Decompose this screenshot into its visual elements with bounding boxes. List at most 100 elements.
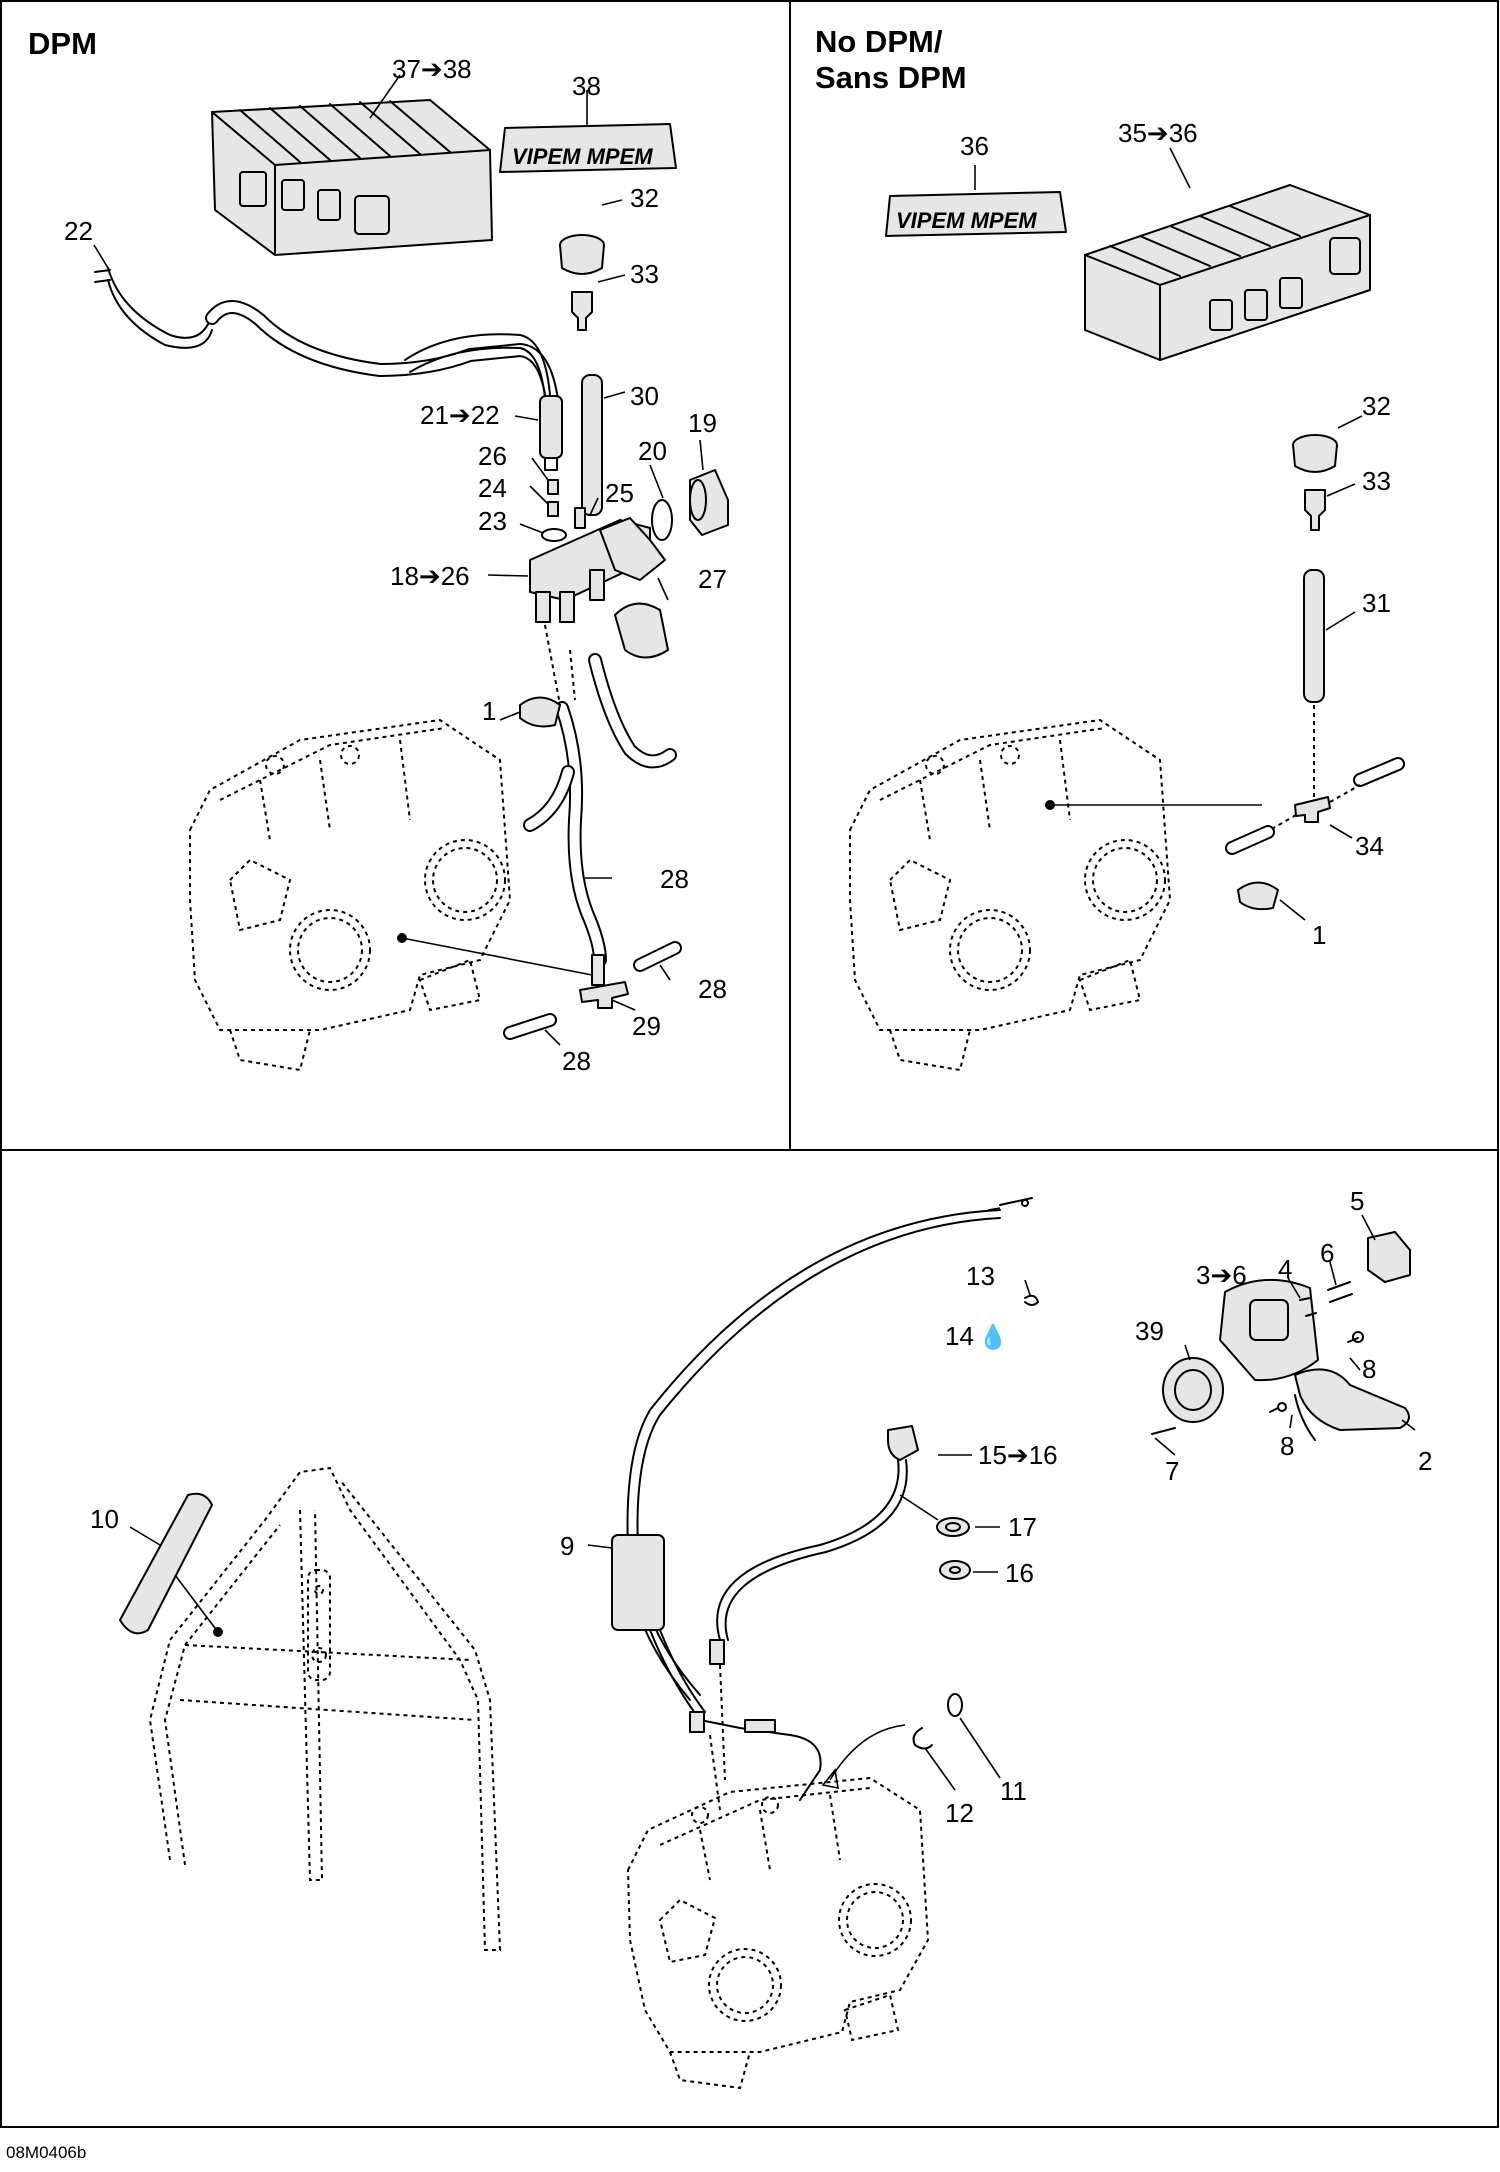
nut-17 xyxy=(936,1517,970,1537)
callout-12: 12 xyxy=(945,1798,974,1828)
grip-sleeve-10 xyxy=(119,1492,213,1635)
small-parts-23-26 xyxy=(541,479,567,542)
callout-8a: 8 xyxy=(1362,1354,1376,1384)
callout-20: 20 xyxy=(638,436,667,466)
callout-7: 7 xyxy=(1165,1456,1179,1486)
callout-22: 22 xyxy=(64,216,93,246)
fitting-33-left xyxy=(571,291,593,331)
callout-39: 39 xyxy=(1135,1316,1164,1346)
callout-24: 24 xyxy=(478,473,507,503)
callout-5: 5 xyxy=(1350,1186,1364,1216)
callout-32-right: 32 xyxy=(1362,391,1391,421)
oil-cable-15 xyxy=(709,1425,919,1665)
connector-19 xyxy=(689,469,729,536)
callout-38: 38 xyxy=(572,71,601,101)
dpm-valve-18 xyxy=(529,507,666,623)
drawing-code: 08M0406b xyxy=(6,2143,86,2162)
svg-text:VIPEM MPEM: VIPEM MPEM xyxy=(896,208,1037,233)
section-title-no-dpm-2: Sans DPM xyxy=(815,60,967,95)
callout-35-36: 35➔36 xyxy=(1118,118,1198,148)
callouts-top-left: 37➔38 38 22 32 33 30 19 21➔22 20 26 24 2… xyxy=(64,54,727,1076)
vipem-mpem-badge-left: VIPEM MPEM xyxy=(499,123,677,173)
fitting-33-right xyxy=(1304,489,1326,531)
section-title-no-dpm-1: No DPM/ xyxy=(815,24,943,59)
clamp-27 xyxy=(614,602,669,659)
t-fitting-34 xyxy=(1225,757,1405,855)
callout-28b: 28 xyxy=(698,974,727,1004)
leaders-bottom xyxy=(129,1207,1416,1791)
screws-4-6-8 xyxy=(1151,1281,1364,1435)
callout-1-left: 1 xyxy=(482,696,496,726)
callout-33-right: 33 xyxy=(1362,466,1391,496)
callout-6: 6 xyxy=(1320,1238,1334,1268)
mpem-module-right xyxy=(1084,184,1371,361)
callout-15-16: 15➔16 xyxy=(978,1440,1058,1470)
vipem-mpem-badge-right: VIPEM MPEM xyxy=(885,191,1067,237)
wire-harness-22 xyxy=(94,267,559,407)
callout-11: 11 xyxy=(1000,1776,1027,1806)
callout-9: 9 xyxy=(560,1531,574,1561)
sensor-21 xyxy=(539,395,563,471)
hose-segment-28c xyxy=(503,1013,557,1040)
grommet-32-right xyxy=(1292,434,1338,473)
clip-1-left xyxy=(519,696,561,728)
hose-segment-28b xyxy=(633,941,682,972)
callout-34: 34 xyxy=(1355,831,1384,861)
callout-30: 30 xyxy=(630,381,659,411)
callout-19: 19 xyxy=(688,408,717,438)
callout-28a: 28 xyxy=(660,864,689,894)
leaders-top-right xyxy=(974,147,1363,921)
callout-4: 4 xyxy=(1278,1254,1292,1284)
callouts-bottom: 5 13 3➔6 4 6 39 14 💧 8 15➔16 8 2 7 10 17… xyxy=(90,1186,1432,1828)
callout-3-6: 3➔6 xyxy=(1196,1260,1247,1290)
callout-17: 17 xyxy=(1008,1512,1037,1542)
clip-1-right xyxy=(1237,881,1279,911)
fuel-hose-28 xyxy=(523,624,677,967)
callout-25: 25 xyxy=(605,478,634,508)
callout-36: 36 xyxy=(960,131,989,161)
t-fitting-29 xyxy=(579,954,629,1009)
carburetor-assembly-right xyxy=(849,718,1172,1072)
callout-1-right: 1 xyxy=(1312,920,1326,950)
throttle-housing-3 xyxy=(1219,1279,1319,1382)
grommet-32-left xyxy=(559,234,605,275)
callout-27: 27 xyxy=(698,564,727,594)
switch-5 xyxy=(1367,1231,1411,1283)
handlebar-frame xyxy=(148,1466,502,1951)
svg-text:VIPEM MPEM: VIPEM MPEM xyxy=(512,144,653,169)
callout-14: 14 xyxy=(945,1321,974,1351)
cover-39 xyxy=(1162,1357,1224,1423)
callout-2: 2 xyxy=(1418,1446,1432,1476)
callout-21-22: 21➔22 xyxy=(420,400,500,430)
callout-31: 31 xyxy=(1362,588,1391,618)
callout-23: 23 xyxy=(478,506,507,536)
ring-11 xyxy=(947,1693,963,1717)
leaders-top-left xyxy=(93,74,704,1046)
cable-branches xyxy=(649,1629,822,1811)
callout-18-26: 18➔26 xyxy=(390,561,470,591)
callout-13: 13 xyxy=(966,1261,995,1291)
carburetor-assembly-left xyxy=(189,718,512,1072)
callout-8b: 8 xyxy=(1280,1431,1294,1461)
carburetor-assembly-bottom xyxy=(626,1776,930,2090)
callout-37-38: 37➔38 xyxy=(392,54,472,84)
mpem-module-left xyxy=(211,99,493,256)
tube-31 xyxy=(1303,569,1325,800)
junction-block-9 xyxy=(611,1534,665,1631)
callout-26: 26 xyxy=(478,441,507,471)
callouts-top-right: 36 35➔36 32 33 31 34 1 xyxy=(960,118,1391,950)
callout-28c: 28 xyxy=(562,1046,591,1076)
callout-10: 10 xyxy=(90,1504,119,1534)
callout-16: 16 xyxy=(1005,1558,1034,1588)
panel-frames xyxy=(0,0,1499,2128)
callout-29: 29 xyxy=(632,1011,661,1041)
callout-32: 32 xyxy=(630,183,659,213)
tube-30 xyxy=(581,374,603,516)
callout-33: 33 xyxy=(630,259,659,289)
e-clip-12 xyxy=(912,1727,933,1750)
washer-16 xyxy=(939,1560,971,1580)
throttle-lever-2 xyxy=(1294,1368,1410,1441)
o-ring-20 xyxy=(651,499,673,541)
oil-drop-icon: 💧 xyxy=(978,1323,1008,1351)
